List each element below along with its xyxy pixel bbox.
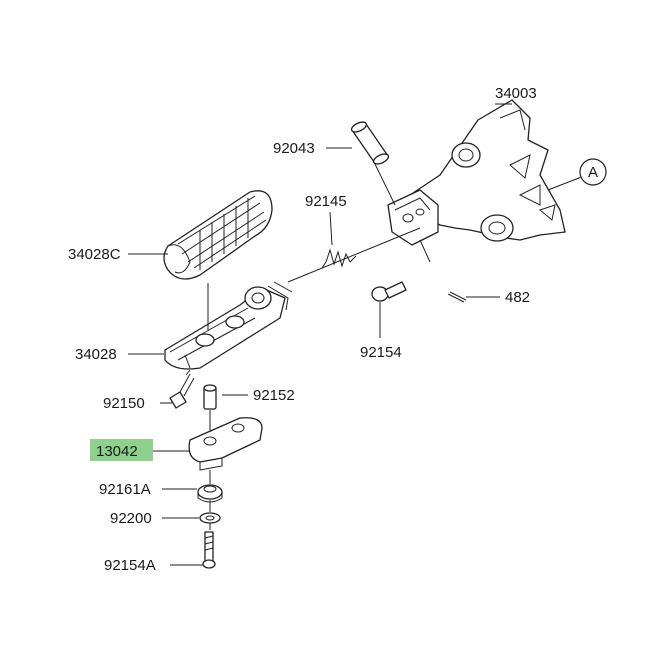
bolt-92154a [202, 531, 216, 569]
bolt-92150 [169, 373, 195, 409]
label-13042: 13042 [96, 443, 138, 460]
label-482: 482 [505, 289, 530, 306]
highlight-13042 [90, 439, 153, 461]
footpeg-bracket-34003 [387, 99, 566, 246]
label-92150: 92150 [103, 395, 145, 412]
label-92154a: 92154A [104, 557, 156, 574]
washer-92200 [199, 512, 221, 524]
leader-lines [128, 103, 585, 566]
label-92043: 92043 [273, 140, 315, 157]
rubber-footpeg-34028c [163, 190, 273, 280]
label-92152: 92152 [253, 387, 295, 404]
label-34028: 34028 [75, 346, 117, 363]
collar-92152 [203, 384, 217, 410]
spring-92145 [321, 248, 357, 269]
label-92145: 92145 [305, 193, 347, 210]
grommet-92161a [197, 484, 223, 503]
part-482-rod [447, 291, 467, 303]
label-92161a: 92161A [99, 481, 151, 498]
label-34028c: 34028C [68, 246, 121, 263]
bolt-92154 [371, 281, 407, 302]
label-34003: 34003 [495, 85, 537, 102]
label-92200: 92200 [110, 510, 152, 527]
pin-92043 [350, 121, 390, 165]
plate-13042 [188, 417, 263, 471]
footpeg-34028 [164, 281, 293, 370]
label-92154: 92154 [360, 344, 402, 361]
reference-a-circle [579, 158, 607, 186]
reference-a-label: A [588, 164, 598, 181]
